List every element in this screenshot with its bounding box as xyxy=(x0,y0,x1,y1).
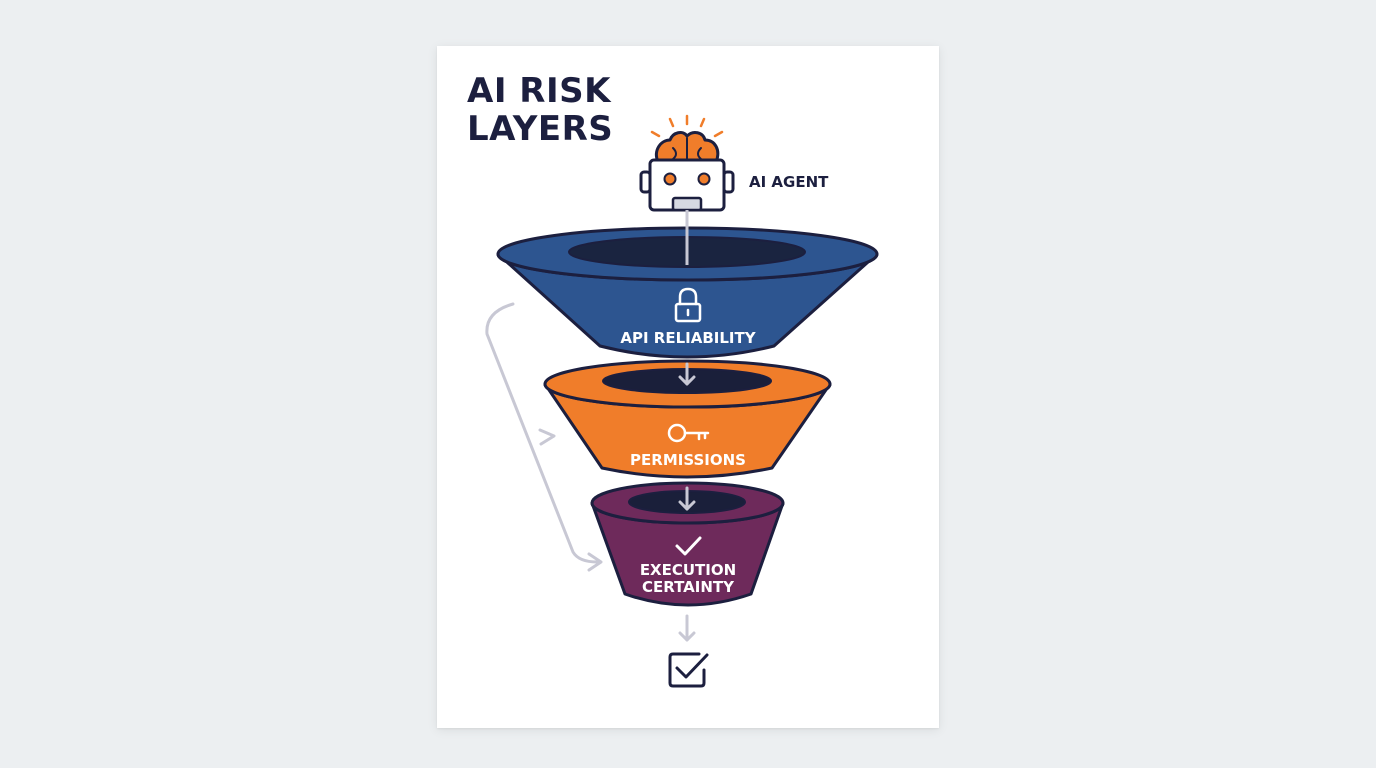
checked-box-icon xyxy=(668,652,709,688)
feedback-arrowhead-lower xyxy=(587,552,603,572)
layer-3-label-line-1: EXECUTION xyxy=(640,561,736,579)
feedback-arrowhead-upper xyxy=(538,428,556,446)
layer-2-label: PERMISSIONS xyxy=(630,451,746,469)
layer-3-label-line-2: CERTAINTY xyxy=(642,578,735,596)
arrow-to-result xyxy=(678,614,696,642)
lock-icon xyxy=(674,287,702,323)
agent-label: AI AGENT xyxy=(749,173,829,191)
page-title: AI RISK LAYERS xyxy=(467,72,613,148)
layer-permissions: PERMISSIONS xyxy=(543,359,832,479)
layer-api-reliability: API RELIABILITY xyxy=(496,226,879,359)
arrow-to-permissions xyxy=(678,362,696,386)
feedback-line xyxy=(485,302,599,564)
key-icon xyxy=(667,423,710,443)
infographic-card: AI RISK LAYERS xyxy=(437,46,939,728)
feedback-connector xyxy=(485,302,603,572)
layer-1-label: API RELIABILITY xyxy=(620,329,756,347)
title-line-1: AI RISK xyxy=(467,71,611,111)
layer-execution-certainty: EXECUTION CERTAINTY xyxy=(590,481,785,607)
checkmark-icon xyxy=(675,536,702,556)
arrow-to-execution xyxy=(678,486,696,511)
title-line-2: LAYERS xyxy=(467,109,614,149)
robot-brain-icon xyxy=(639,114,735,212)
risk-funnel-diagram: AI AGENT API RELIABILITY xyxy=(485,114,879,688)
